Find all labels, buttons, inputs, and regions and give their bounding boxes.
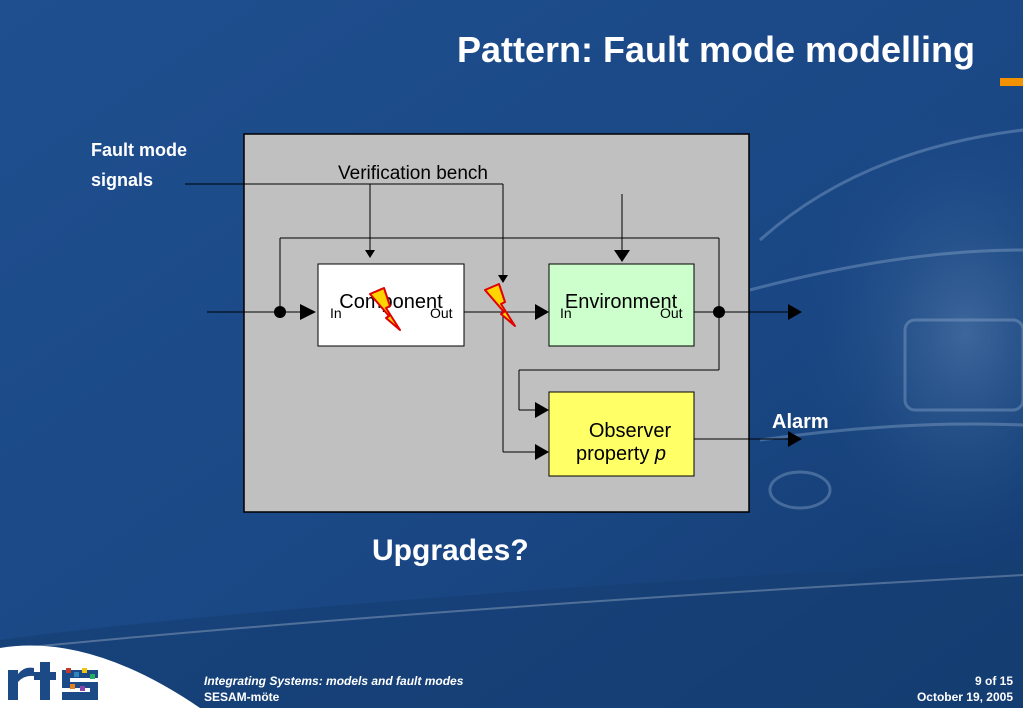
fault-mode-label-line1: Fault mode [91,140,188,160]
footer-page-number: 9 of 15 [974,674,1013,688]
arrow-env-to-observer [535,402,549,418]
title-orange-rule [1003,78,1023,86]
observer-label-line1: Observer [589,420,672,442]
footer-right: 9 of 15 October 19, 2005 [917,673,1013,705]
component-label: Component [339,291,443,313]
component-port-out: Out [430,305,453,321]
arrow-into-component [300,304,316,320]
rts-logo [0,645,200,708]
fault-mode-label-line2: signals [91,170,154,190]
environment-box [548,263,695,347]
slide-title: Pattern: Fault mode modelling [456,29,975,70]
footer-left: Integrating Systems: models and fault mo… [204,673,463,705]
arrow-alarm-out [788,431,802,447]
arrow-into-environment [535,304,549,320]
environment-port-in: In [560,305,572,321]
environment-label: Environment [565,291,678,313]
footer-event: SESAM-möte [204,690,280,704]
environment-port-out: Out [660,305,683,321]
junction-dot-left [274,306,286,318]
arrow-out-environment [788,304,802,320]
component-box [317,263,465,347]
upgrades-question: Upgrades? [372,534,529,567]
lightning-bolt-icon [484,283,516,327]
fault-mode-label: Fault mode signals [91,135,187,195]
lightning-bolt-icon [369,287,401,331]
verification-bench-label: Verification bench [338,163,488,184]
alarm-label: Alarm [772,411,829,433]
arrow-comp-to-observer [535,444,549,460]
footer-course-title: Integrating Systems: models and fault mo… [204,674,464,688]
observer-label-var: p [654,443,666,465]
footer-swoosh [0,560,1023,708]
observer-label-text: property [576,443,655,465]
observer-box [548,391,695,477]
footer-date: October 19, 2005 [916,690,1013,704]
component-port-in: In [330,305,342,321]
observer-label-line2: property p [576,443,666,465]
